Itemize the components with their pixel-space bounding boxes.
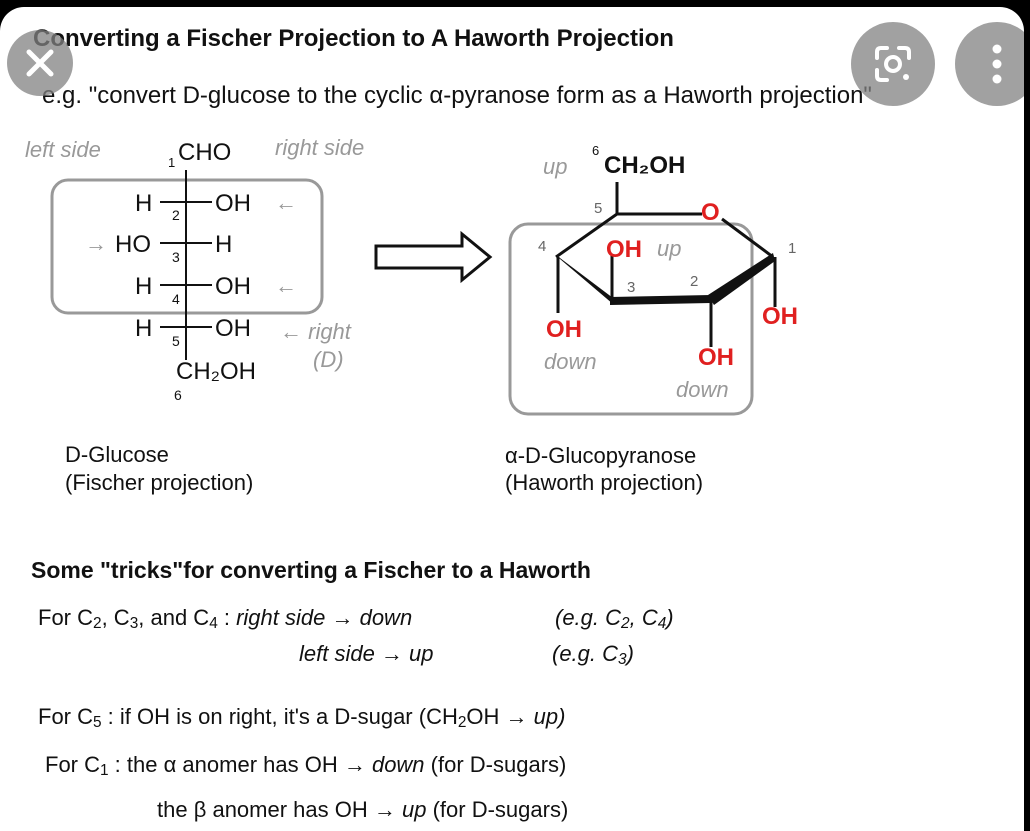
c5-left-group: H	[135, 315, 153, 342]
c3-oh: OH	[606, 236, 642, 263]
c3-arrow: →	[85, 231, 107, 256]
image-viewer-card: Converting a Fischer Projection to A Haw…	[0, 7, 1024, 831]
c2-number: 2	[172, 207, 180, 223]
haworth-c3-number: 3	[627, 279, 636, 296]
ring-oxygen: O	[701, 199, 720, 226]
haworth-c4-number: 4	[538, 238, 547, 255]
c2-down-label: down	[676, 377, 729, 402]
c3-left-group: HO	[115, 231, 151, 258]
page-title: Converting a Fischer Projection to A Haw…	[33, 25, 674, 52]
haworth-ch2oh: CH₂OH	[604, 152, 686, 179]
c4-down-label: down	[544, 349, 597, 374]
ch2oh-group: CH₂OH	[176, 358, 256, 385]
cho-group: CHO	[178, 139, 232, 166]
close-icon	[26, 49, 54, 77]
c3-number: 3	[172, 249, 180, 265]
fischer-caption-type: (Fischer projection)	[65, 470, 254, 495]
right-note: ← right	[280, 319, 351, 344]
c1-number: 1	[168, 155, 176, 170]
c3-up-label: up	[657, 236, 682, 261]
rule-c1-alpha: For C1 : the α anomer has OH → down (for…	[45, 752, 567, 779]
c3-right-group: H	[215, 231, 233, 258]
more-options-button[interactable]	[955, 22, 1024, 106]
fischer-bonds	[50, 170, 324, 360]
left-side-label: left side	[25, 137, 101, 162]
haworth-c5-number: 5	[594, 200, 603, 217]
example-text: e.g. "convert D-glucose to the cyclic α-…	[42, 82, 872, 109]
c4-number: 4	[172, 291, 180, 307]
right-side-label: right side	[275, 135, 365, 160]
haworth-c2-number: 2	[690, 273, 699, 290]
haworth-caption-name: α-D-Glucopyranose	[505, 443, 697, 468]
haworth-highlight-box	[508, 222, 754, 416]
c5-number: 5	[172, 333, 180, 349]
c2-left-group: H	[135, 190, 153, 217]
c1-oh: OH	[762, 303, 798, 330]
rule-left-up-example: (e.g. C3)	[552, 641, 634, 668]
conversion-arrow	[374, 230, 493, 284]
c6-number: 6	[174, 387, 182, 403]
c2-arrow: ←	[275, 190, 297, 215]
haworth-c1-number: 1	[788, 240, 797, 257]
d-note: (D)	[313, 347, 344, 372]
rule-left-up: left side → up	[299, 641, 434, 666]
c6-up-label: up	[543, 154, 568, 179]
c2-right-group: OH	[215, 190, 251, 217]
c4-oh: OH	[546, 316, 582, 343]
c4-arrow: ←	[275, 273, 297, 298]
c4-right-group: OH	[215, 273, 251, 300]
rule-c234: For C2, C3, and C4 : right side → down	[38, 605, 413, 632]
c5-right-group: OH	[215, 315, 251, 342]
haworth-ring	[508, 182, 777, 416]
more-vert-icon	[992, 44, 1002, 84]
fischer-caption-name: D-Glucose	[65, 442, 169, 467]
rule-c1-beta: the β anomer has OH → up (for D-sugars)	[157, 797, 569, 822]
c2-oh: OH	[698, 344, 734, 371]
rule-c5: For C5 : if OH is on right, it's a D-sug…	[38, 704, 566, 731]
haworth-caption-type: (Haworth projection)	[505, 470, 704, 495]
lens-button[interactable]	[851, 22, 935, 106]
rule-c234-example: (e.g. C2, C4)	[555, 605, 674, 632]
close-button[interactable]	[7, 30, 73, 96]
lens-icon	[875, 46, 911, 82]
tricks-heading: Some "tricks"for converting a Fischer to…	[31, 557, 591, 583]
haworth-c6-number: 6	[592, 143, 600, 158]
c4-left-group: H	[135, 273, 153, 300]
